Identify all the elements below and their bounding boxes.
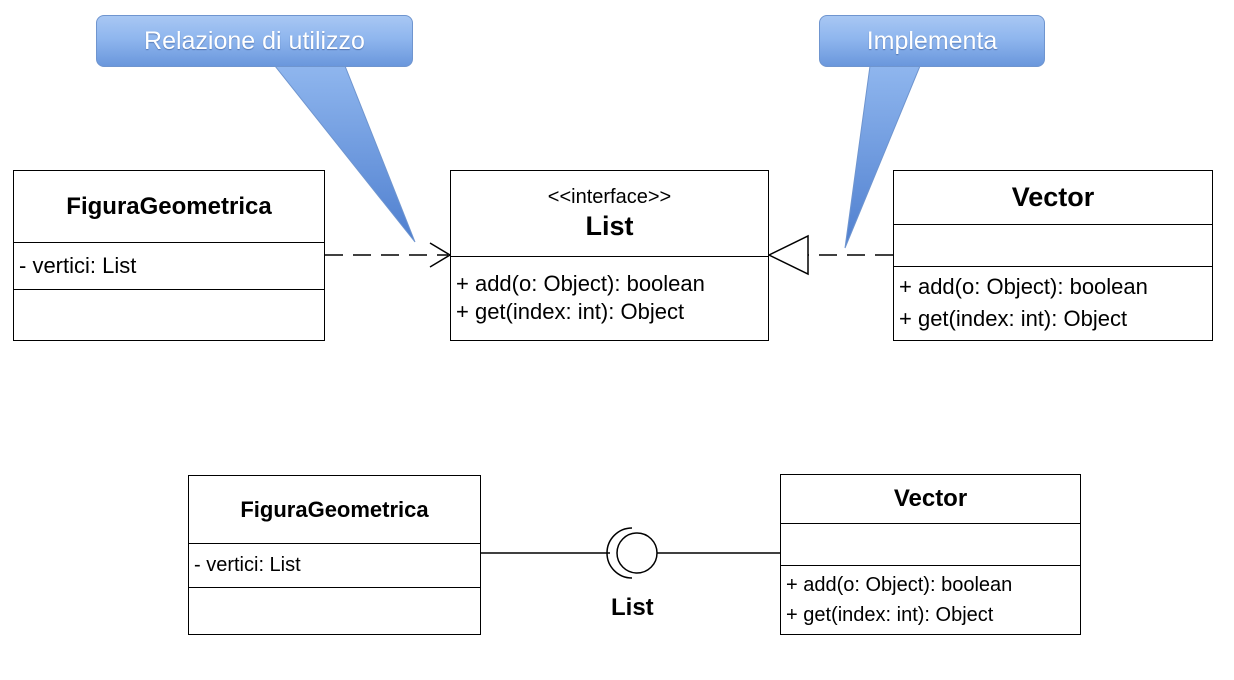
operation: + add(o: Object): boolean: [786, 573, 1013, 596]
operation: + add(o: Object): boolean: [899, 274, 1148, 299]
attribute: - vertici: List: [194, 554, 301, 576]
class-vector-lollipop: Vector + add(o: Object): boolean + get(i…: [780, 474, 1081, 635]
class-figura-geometrica: FiguraGeometrica - vertici: List: [13, 170, 325, 341]
class-attributes: [781, 524, 1080, 566]
interface-list: <<interface>> List + add(o: Object): boo…: [450, 170, 769, 341]
class-name-text: FiguraGeometrica: [240, 496, 429, 522]
class-operations: + add(o: Object): boolean + get(index: i…: [894, 267, 1212, 339]
class-attributes: - vertici: List: [189, 544, 480, 588]
operation: + add(o: Object): boolean: [456, 271, 705, 296]
realization-triangle: [767, 234, 809, 276]
class-operations: [189, 588, 480, 633]
class-name-text: Vector: [1011, 182, 1095, 212]
implements-callout: Implementa: [819, 15, 1045, 67]
class-name: FiguraGeometrica: [189, 476, 480, 544]
usage-callout: Relazione di utilizzo: [96, 15, 413, 67]
operation: + get(index: int): Object: [456, 299, 685, 324]
class-vector: Vector + add(o: Object): boolean + get(i…: [893, 170, 1213, 341]
class-name: Vector: [781, 475, 1080, 524]
class-attributes: [894, 225, 1212, 267]
class-operations: + add(o: Object): boolean + get(index: i…: [781, 566, 1080, 633]
operation: + get(index: int): Object: [786, 603, 994, 626]
attribute: - vertici: List: [19, 253, 137, 278]
class-name: Vector: [894, 171, 1212, 225]
operation: + get(index: int): Object: [899, 306, 1128, 331]
interface-name: <<interface>> List: [451, 171, 768, 257]
class-name-text: Vector: [893, 485, 968, 512]
class-operations: [14, 290, 324, 339]
required-interface-socket: [606, 527, 633, 579]
interface-operations: + add(o: Object): boolean + get(index: i…: [451, 257, 768, 339]
class-name: FiguraGeometrica: [14, 171, 324, 243]
provided-interface-ball: [616, 532, 658, 574]
class-attributes: - vertici: List: [14, 243, 324, 290]
interface-name-text: List: [585, 210, 634, 241]
class-figura-geometrica-lollipop: FiguraGeometrica - vertici: List: [188, 475, 481, 635]
class-name-text: FiguraGeometrica: [66, 192, 272, 220]
interface-lollipop-label: List: [611, 594, 654, 621]
stereotype-label: <<interface>>: [547, 185, 672, 208]
